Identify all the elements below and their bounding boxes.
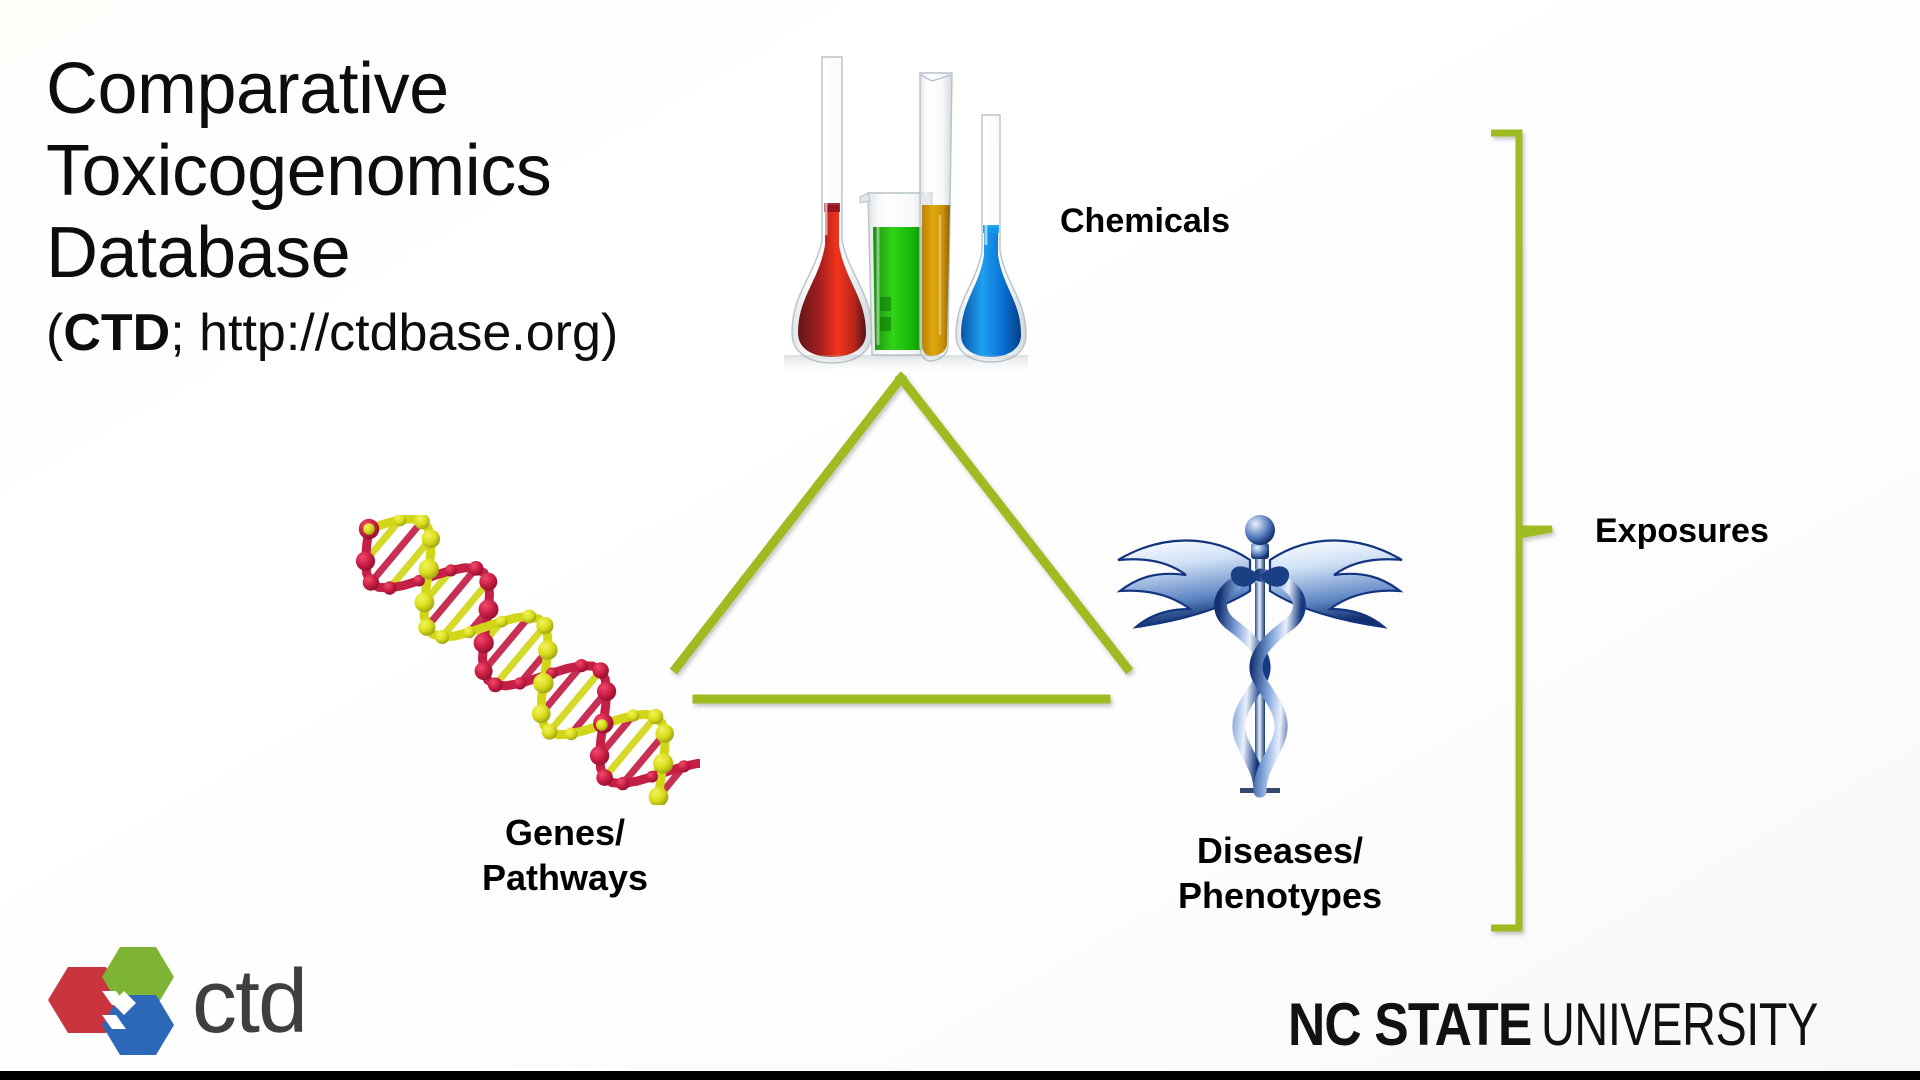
subtitle-acronym: CTD bbox=[63, 304, 171, 363]
beaker-green bbox=[859, 192, 933, 356]
page-title-line-2: Toxicogenomics bbox=[46, 131, 552, 212]
node-label-diseases: Diseases/ Phenotypes bbox=[1100, 828, 1460, 918]
ctd-wordmark: ctd bbox=[192, 952, 308, 1052]
node-label-genes-line1: Genes/ bbox=[504, 812, 626, 853]
ncsu-bold-text: NC STATE bbox=[1287, 991, 1532, 1058]
dna-double-helix-icon bbox=[355, 515, 700, 805]
bottom-black-bar bbox=[0, 1071, 1920, 1080]
ctd-logo: ctd bbox=[40, 945, 330, 1065]
caduceus-icon bbox=[1116, 515, 1404, 798]
node-label-diseases-line2: Phenotypes bbox=[1177, 875, 1383, 916]
node-label-genes: Genes/ Pathways bbox=[425, 810, 705, 900]
subtitle-open-paren: ( bbox=[46, 304, 64, 363]
node-label-diseases-line1: Diseases/ bbox=[1196, 830, 1364, 871]
dna-strands bbox=[355, 515, 700, 805]
page-title-line-1: Comparative bbox=[46, 49, 449, 129]
exposures-bracket bbox=[1491, 129, 1553, 932]
notch-diamond bbox=[112, 991, 136, 1015]
subtitle-url: ; http://ctdbase.org) bbox=[170, 304, 619, 363]
hexagon-green bbox=[102, 947, 174, 1007]
nc-state-university-logo: NC STATE UNIVERSITY bbox=[1288, 990, 1896, 1058]
serpent-head-right bbox=[1260, 566, 1290, 587]
ctd-hexagon-mark bbox=[48, 947, 174, 1055]
volumetric-flask-red bbox=[791, 56, 873, 364]
volumetric-flask-blue bbox=[955, 114, 1027, 363]
node-label-exposures: Exposures bbox=[1595, 512, 1769, 550]
caduceus-collar bbox=[1251, 543, 1269, 559]
triangle-left-edge bbox=[669, 371, 908, 675]
laboratory-glassware-icon bbox=[784, 56, 1028, 375]
graduated-cylinder-yellow bbox=[919, 72, 953, 362]
node-label-genes-line2: Pathways bbox=[481, 857, 649, 898]
caduceus-serpents bbox=[1214, 568, 1306, 798]
serpent-head-left bbox=[1230, 566, 1260, 587]
title-block: Comparative Toxicogenomics Database (CTD… bbox=[46, 48, 826, 365]
triangle-right-edge bbox=[894, 371, 1134, 675]
ncsu-light-text: UNIVERSITY bbox=[1540, 991, 1818, 1058]
notch-bottom bbox=[102, 1015, 126, 1029]
caduceus-knob bbox=[1245, 515, 1275, 545]
page-subtitle: (CTD; http://ctdbase.org) bbox=[46, 302, 826, 364]
page-title-line-3: Database bbox=[46, 213, 351, 294]
node-label-chemicals: Chemicals bbox=[1060, 202, 1231, 240]
